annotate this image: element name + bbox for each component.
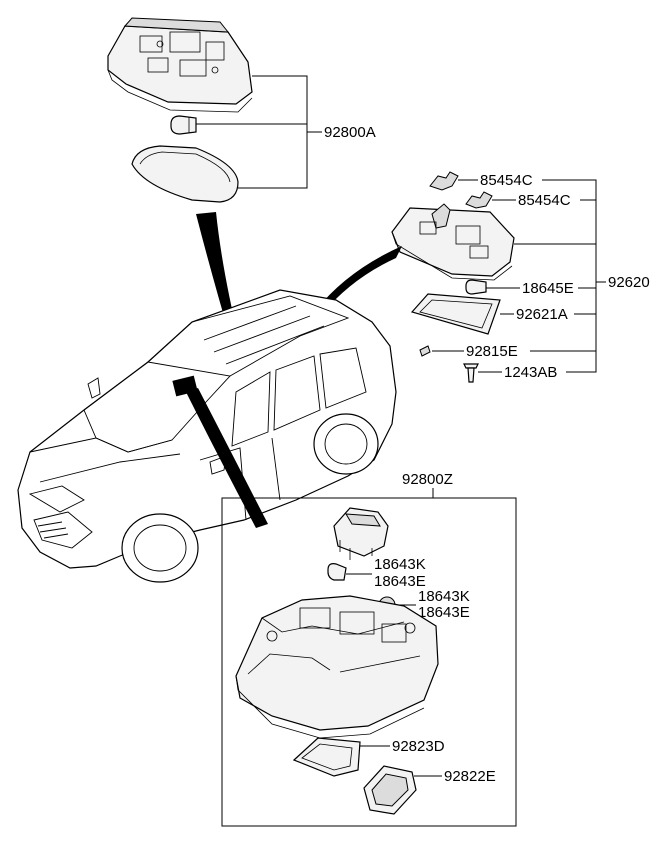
leader-92800A <box>196 75 322 189</box>
label-1243AB: 1243AB <box>504 364 557 381</box>
map-lamp-housing[interactable] <box>107 17 253 113</box>
label-92800A: 92800A <box>324 124 376 141</box>
screw-1243AB[interactable] <box>463 363 502 383</box>
lens-92823D[interactable] <box>292 737 390 777</box>
label-92621A: 92621A <box>516 306 568 323</box>
label-18643K-1: 18643K <box>374 556 426 573</box>
lens-92822E[interactable] <box>363 765 442 815</box>
clip-92815E[interactable] <box>419 345 464 357</box>
console-housing[interactable] <box>235 595 439 739</box>
clip-85454C-2[interactable] <box>465 191 516 209</box>
switch-module[interactable] <box>333 507 389 560</box>
pointer-swoosh-console <box>186 388 268 528</box>
label-18643E-2: 18643E <box>418 604 470 621</box>
room-lamp-housing[interactable] <box>391 203 515 281</box>
lens-92621A[interactable] <box>410 293 514 335</box>
map-lamp-bulb[interactable] <box>170 115 197 135</box>
label-85454C-2: 85454C <box>518 192 571 209</box>
console-detail-frame <box>221 497 517 827</box>
label-18643E-1: 18643E <box>374 573 426 590</box>
label-92823D: 92823D <box>392 738 445 755</box>
label-92800Z: 92800Z <box>402 471 453 488</box>
map-lamp-lens[interactable] <box>131 145 239 203</box>
label-92620: 92620 <box>608 274 650 291</box>
label-18643K-2: 18643K <box>418 588 470 605</box>
pointer-swoosh-room-lamp <box>316 246 402 314</box>
label-85454C-1: 85454C <box>480 172 533 189</box>
bulb-18645E[interactable] <box>465 279 520 295</box>
label-18645E: 18645E <box>522 280 574 297</box>
label-92822E: 92822E <box>444 768 496 785</box>
leader-92620 <box>514 179 606 373</box>
label-92815E: 92815E <box>466 343 518 360</box>
bulb-18643K-1[interactable] <box>327 563 372 581</box>
clip-85454C-1[interactable] <box>429 171 478 191</box>
